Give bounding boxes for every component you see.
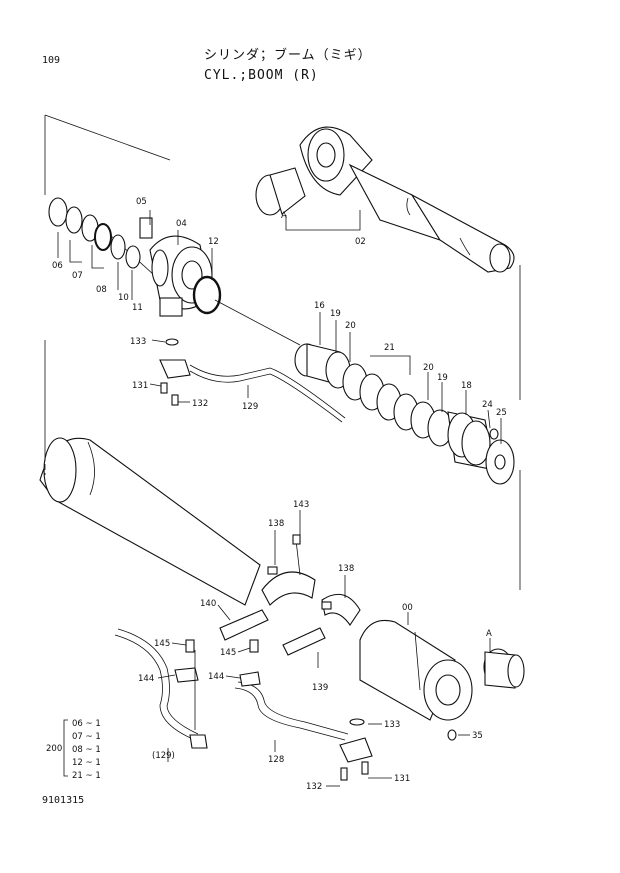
kit-label: 200: [46, 744, 62, 754]
callout-21: 21: [384, 343, 395, 353]
callout-132-upper: 132: [192, 399, 208, 409]
callout-10: 10: [118, 293, 129, 303]
pipe-lower: [114, 628, 457, 781]
callout-138-left: 138: [268, 519, 284, 529]
callout-a-upper: A: [281, 211, 287, 221]
callout-20-left: 20: [345, 321, 356, 331]
seal-rings: [48, 197, 141, 269]
callout-140: 140: [200, 599, 216, 609]
callout-05: 05: [136, 197, 147, 207]
callout-145-right: 145: [220, 648, 236, 658]
title-english: CYL.;BOOM (R): [204, 68, 319, 83]
callout-25: 25: [496, 408, 507, 418]
kit-list: 200 06 ~ 1 07 ~ 1 08 ~ 1 12 ~ 1 21 ~ 1: [46, 719, 101, 781]
kit-item-4: 12 ~ 1: [72, 758, 101, 768]
callout-133-upper: 133: [130, 337, 146, 347]
callout-08: 08: [96, 285, 107, 295]
callout-138-right: 138: [338, 564, 354, 574]
callout-06: 06: [52, 261, 63, 271]
pipe-129: [159, 338, 346, 423]
callout-18: 18: [461, 381, 472, 391]
callout-02: 02: [355, 237, 366, 247]
callout-144-left: 144: [138, 674, 154, 684]
piston-rod: [255, 126, 515, 273]
callout-12: 12: [208, 237, 219, 247]
callout-145-left: 145: [154, 639, 170, 649]
callout-16: 16: [314, 301, 325, 311]
title-japanese: シリンダ；ブーム（ミギ）: [204, 48, 372, 63]
cylinder-head: [139, 217, 222, 317]
callout-24: 24: [482, 400, 493, 410]
callout-128: 128: [268, 755, 284, 765]
leader-lines: [57, 210, 502, 787]
callout-19-right: 19: [437, 373, 448, 383]
callout-133-lower: 133: [384, 720, 400, 730]
bottom-pin: [359, 619, 525, 721]
drawing-code: 9101315: [42, 795, 85, 806]
callout-04: 04: [176, 219, 187, 229]
callout-20-right: 20: [423, 363, 434, 373]
clamps: [219, 534, 361, 656]
kit-item-2: 07 ~ 1: [72, 732, 101, 742]
callout-a-lower: A: [486, 629, 492, 639]
kit-item-1: 06 ~ 1: [72, 719, 101, 729]
callout-35: 35: [472, 731, 483, 741]
callout-139: 139: [312, 683, 328, 693]
callout-144-right: 144: [208, 672, 224, 682]
callout-129: 129: [242, 402, 258, 412]
page-number: 109: [42, 55, 61, 66]
callout-131-lower: 131: [394, 774, 410, 784]
callout-19-left: 19: [330, 309, 341, 319]
piston-assembly: [214, 299, 515, 485]
callout-07: 07: [72, 271, 83, 281]
callout-143: 143: [293, 500, 309, 510]
callout-00: 00: [402, 603, 413, 613]
callout-132-lower: 132: [306, 782, 322, 792]
callout-labels: 02 A 05 04 12 06 07 08 10 11 133 131 132…: [52, 197, 507, 792]
callout-131-upper: 131: [132, 381, 148, 391]
cylinder-tube: [39, 437, 261, 606]
callout-129-paren: (129): [152, 751, 175, 761]
callout-11: 11: [132, 303, 143, 313]
kit-item-5: 21 ~ 1: [72, 771, 101, 781]
kit-item-3: 08 ~ 1: [72, 745, 101, 755]
